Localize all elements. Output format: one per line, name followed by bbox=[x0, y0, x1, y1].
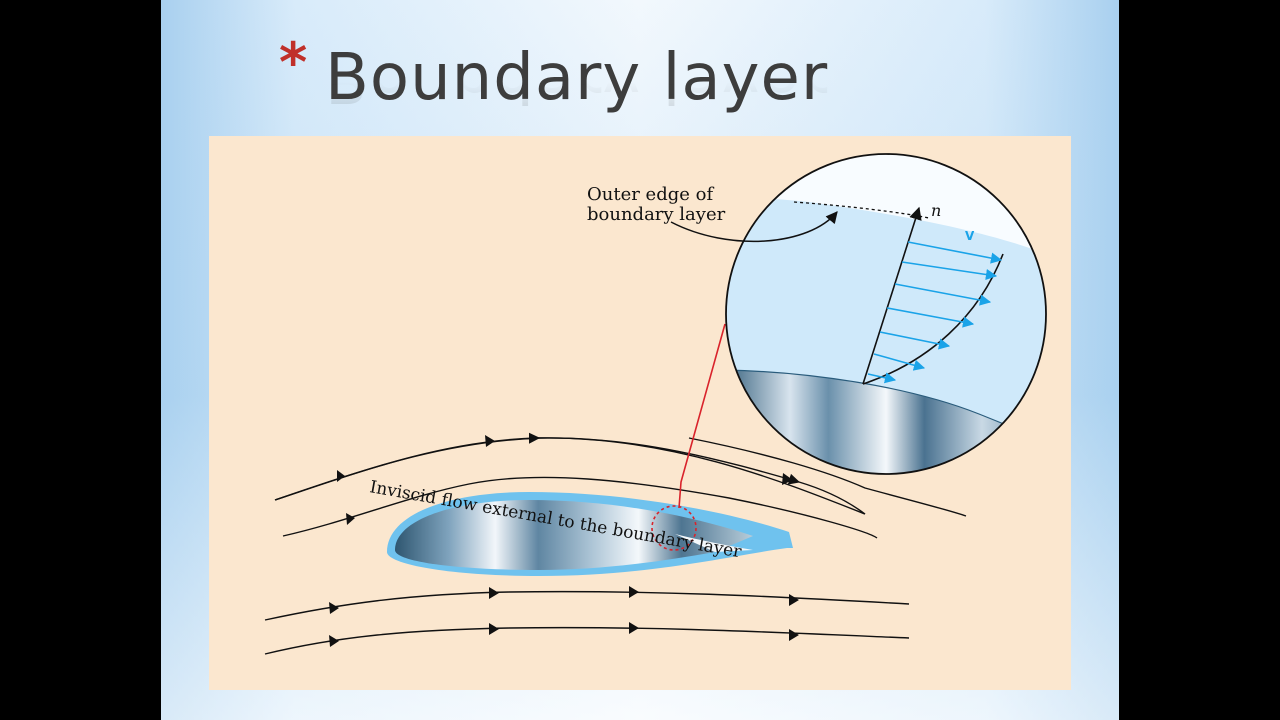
streamline-2-right-true bbox=[877, 538, 878, 553]
arrowhead-6 bbox=[489, 587, 499, 599]
streamline-2-to-edge-drawn bbox=[879, 540, 914, 552]
streamline-upper-tail-visible bbox=[774, 468, 865, 514]
arrowhead-10 bbox=[489, 623, 499, 635]
streamline-second-ext bbox=[799, 516, 878, 553]
streamline-2-right-edge bbox=[877, 538, 902, 552]
velocity-arrow-3 bbox=[894, 283, 992, 306]
streamline-2-visible-tail bbox=[877, 538, 908, 552]
bubble-free-stream bbox=[726, 154, 1046, 254]
arrowhead-7 bbox=[629, 586, 639, 598]
streamline-second-visible-right bbox=[879, 540, 918, 552]
title-bullet: * bbox=[279, 31, 308, 94]
airfoil-tail-highlight bbox=[675, 534, 753, 552]
streamline-upper-line bbox=[274, 437, 866, 515]
streamline-2-right-edge-line bbox=[877, 538, 878, 553]
streamline-2-rightmost bbox=[877, 538, 918, 552]
streamline-upper-continuation bbox=[865, 512, 900, 515]
streamline-2-ext bbox=[877, 538, 913, 552]
streamline-2-to-right-edge-real bbox=[809, 520, 880, 553]
streamline-2-to-right-edge-2 bbox=[877, 538, 927, 554]
bubble-surface bbox=[726, 370, 1046, 474]
arrowhead-8 bbox=[789, 594, 799, 606]
streamline-2-final bbox=[829, 526, 878, 552]
streamline-lower-mid bbox=[809, 520, 878, 552]
velocity-arrow-1 bbox=[907, 241, 1003, 264]
streamline-second-drawn-right bbox=[879, 540, 918, 552]
streamline-2-right-visible bbox=[877, 538, 909, 552]
slide: * Boundary layer Boundary layer bbox=[161, 0, 1119, 720]
streamline-top-to-edge bbox=[688, 437, 967, 517]
airfoil-body bbox=[395, 500, 753, 570]
velocity-arrow-5 bbox=[879, 331, 951, 350]
streamline-2-right-real-drawn bbox=[877, 538, 898, 553]
streamline-arrowheads bbox=[329, 435, 799, 647]
streamline-2-right-clean bbox=[877, 538, 913, 553]
streamline-second-ext-right bbox=[878, 540, 914, 552]
velocity-arrow-6 bbox=[873, 353, 926, 371]
arrowhead-2 bbox=[485, 435, 495, 447]
streamline-second-right-line bbox=[789, 512, 879, 551]
velocity-label: V bbox=[965, 229, 975, 243]
arrowhead-12 bbox=[789, 629, 799, 641]
streamline-upper-right bbox=[275, 438, 799, 500]
zoom-connector-line bbox=[678, 323, 726, 509]
streamline-second-final-real bbox=[809, 520, 879, 552]
outer-edge-pointer-arrow bbox=[670, 211, 838, 243]
streamline-2-extension-to-edge bbox=[877, 538, 909, 553]
normal-axis bbox=[862, 206, 922, 385]
outer-edge-label-line1: Outer edge of bbox=[587, 184, 714, 205]
velocity-arrow-4 bbox=[886, 307, 975, 328]
streamline-2-right-solid bbox=[877, 538, 918, 552]
slide-title: Boundary layer bbox=[325, 41, 829, 115]
arrowhead-9 bbox=[329, 635, 339, 647]
arrowhead-1 bbox=[337, 470, 345, 482]
streamline-2 bbox=[282, 476, 878, 539]
streamline-upper-line-ext bbox=[865, 514, 891, 525]
streamline-2-right-end bbox=[877, 538, 898, 552]
streamline-second-continue bbox=[877, 538, 902, 553]
arrowhead-4 bbox=[346, 513, 355, 525]
slide-title-reflection: Boundary layer bbox=[325, 41, 829, 115]
arrowhead-3 bbox=[782, 473, 793, 485]
streamline-4 bbox=[264, 626, 910, 655]
streamline-3 bbox=[264, 590, 910, 621]
bubble-outline bbox=[725, 153, 1047, 475]
velocity-arrow-7 bbox=[867, 372, 897, 384]
arrowhead-11 bbox=[629, 622, 639, 634]
streamline-2-to-right-edge bbox=[809, 520, 929, 554]
streamline-2-right-solid-2 bbox=[809, 520, 888, 552]
streamline-second-right bbox=[829, 526, 889, 551]
boundary-layer-figure: Outer edge of boundary layer n V Invisci… bbox=[209, 136, 1071, 690]
normal-axis-label: n bbox=[931, 201, 941, 220]
streamline-2-right-drawn bbox=[877, 538, 879, 552]
figure-svg: Outer edge of boundary layer n V Invisci… bbox=[264, 153, 1047, 655]
streamline-second-to-right bbox=[809, 518, 888, 552]
streamline-2-end bbox=[877, 538, 906, 552]
streamline-lower-upper-right bbox=[829, 528, 878, 552]
streamline-2-rightward bbox=[877, 538, 910, 552]
streamline-2-right bbox=[877, 538, 913, 551]
streamline-second-right-visible bbox=[879, 540, 881, 552]
streamline-second-edge bbox=[877, 538, 913, 551]
zoom-marker-circle bbox=[651, 505, 697, 551]
streamline-2-right-extension bbox=[877, 538, 890, 552]
streamline-2-line bbox=[877, 538, 918, 552]
streamline-second-real-ext bbox=[878, 540, 909, 552]
streamline-2-to-right-real bbox=[799, 516, 887, 552]
streamline-right-1 bbox=[764, 466, 873, 514]
streamline-second-tail-visible bbox=[879, 540, 914, 552]
arrowhead-5 bbox=[329, 602, 339, 614]
velocity-arrow-2 bbox=[901, 261, 998, 281]
streamline-2-extension bbox=[877, 538, 918, 552]
outer-edge-label-line2: boundary layer bbox=[587, 204, 726, 225]
magnified-bubble bbox=[726, 154, 1046, 474]
streamline-second-to-edge-real bbox=[809, 520, 879, 552]
streamline-2-tail bbox=[809, 520, 878, 552]
